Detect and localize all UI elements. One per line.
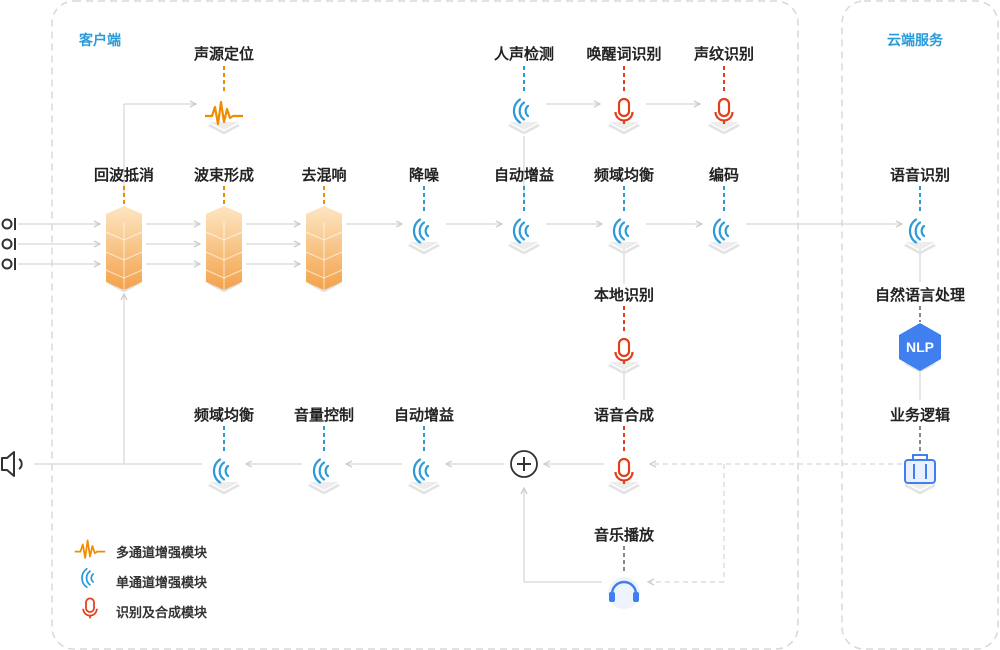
single-channel-wave-icon <box>512 98 530 124</box>
label-agc-top: 自动增益 <box>493 166 555 184</box>
source-locate-module <box>204 100 244 134</box>
label-voice-detect: 人声检测 <box>493 45 555 63</box>
hexagon-icon: NLP <box>899 323 941 372</box>
label-beamforming: 波束形成 <box>193 166 255 184</box>
local-asr-module <box>607 337 641 374</box>
voice-detect-module <box>507 98 541 134</box>
legend-recognition: 识别及合成模块 <box>116 606 208 621</box>
microphone-icon <box>714 97 734 126</box>
label-biz-logic: 业务逻辑 <box>889 406 951 424</box>
client-panel-title: 客户端 <box>79 33 121 49</box>
single-channel-wave-icon <box>412 218 430 244</box>
label-eq-top: 频域均衡 <box>593 166 655 184</box>
label-encode: 编码 <box>708 166 740 184</box>
briefcase-icon <box>903 454 937 494</box>
agc-top-module <box>507 218 541 254</box>
headphones-icon <box>608 577 640 609</box>
label-wakeword: 唤醒词识别 <box>586 45 662 63</box>
encode-module <box>707 218 741 254</box>
label-music: 音乐播放 <box>593 526 655 544</box>
beamforming-module <box>205 206 243 292</box>
microphone-icon <box>82 597 98 620</box>
label-denoise: 降噪 <box>408 166 440 184</box>
eq-bottom-module <box>207 458 241 494</box>
multi-channel-wave-icon <box>74 539 106 559</box>
single-channel-wave-icon <box>712 218 730 244</box>
label-nlp: 自然语言处理 <box>874 286 966 304</box>
tts-module <box>607 457 641 494</box>
volume-module <box>307 458 341 494</box>
eq-top-module <box>607 218 641 254</box>
label-volume: 音量控制 <box>293 406 355 424</box>
echo-cancel-module <box>105 206 143 292</box>
cloud-panel <box>841 0 999 650</box>
single-channel-wave-icon <box>81 567 95 589</box>
label-local-asr: 本地识别 <box>593 286 655 304</box>
speaker-icon <box>1 451 23 477</box>
microphone-icon <box>614 337 634 366</box>
single-channel-wave-icon <box>908 218 926 244</box>
label-eq-bottom: 频域均衡 <box>193 406 255 424</box>
label-echo-cancel: 回波抵消 <box>93 166 155 184</box>
wakeword-module <box>607 97 641 134</box>
plus-circle-icon <box>510 450 538 478</box>
agc-bottom-module <box>407 458 441 494</box>
asr-module <box>903 218 937 254</box>
denoise-module <box>407 218 441 254</box>
label-dereverb: 去混响 <box>301 166 347 184</box>
multi-channel-wave-icon <box>204 100 244 126</box>
microphone-icon <box>614 97 634 126</box>
label-voiceprint: 声纹识别 <box>693 45 755 63</box>
voiceprint-module <box>707 97 741 134</box>
single-channel-wave-icon <box>312 458 330 484</box>
dereverb-module <box>305 206 343 292</box>
microphone-icon <box>614 457 634 486</box>
label-connectors <box>123 66 921 574</box>
label-asr: 语音识别 <box>889 166 951 184</box>
label-agc-bottom: 自动增益 <box>393 406 455 424</box>
legend-single-channel: 单通道增强模块 <box>116 576 208 591</box>
cloud-panel-title: 云端服务 <box>887 33 943 49</box>
label-source-locate: 声源定位 <box>193 45 255 63</box>
nlp-badge: NLP <box>906 339 934 355</box>
legend-multi-channel: 多通道增强模块 <box>116 546 208 561</box>
single-channel-wave-icon <box>612 218 630 244</box>
client-panel <box>51 0 799 650</box>
cloud-return-lines <box>648 464 902 582</box>
label-tts: 语音合成 <box>593 406 655 424</box>
single-channel-wave-icon <box>412 458 430 484</box>
single-channel-wave-icon <box>512 218 530 244</box>
mic-array-icon <box>1 218 16 270</box>
single-channel-wave-icon <box>212 458 230 484</box>
